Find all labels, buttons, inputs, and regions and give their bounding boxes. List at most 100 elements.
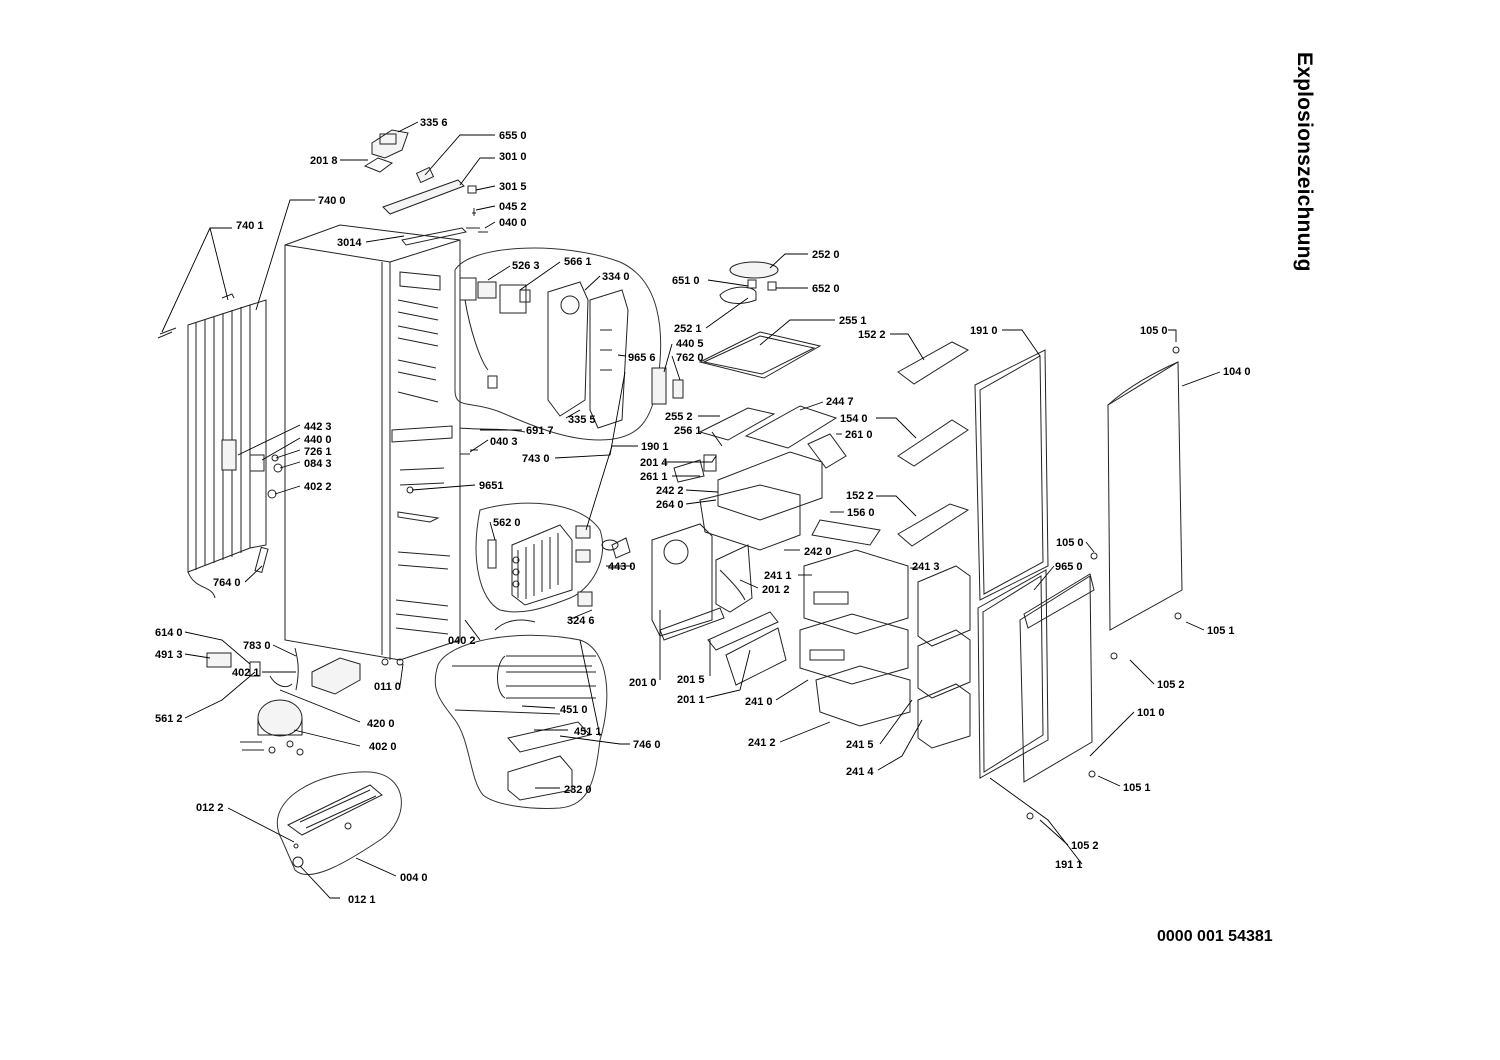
label-241-2: 241 2 [748,737,776,749]
label-740-0: 740 0 [318,195,346,207]
label-241-3: 241 3 [912,561,940,573]
label-526-3: 526 3 [512,260,540,272]
label-651-0: 651 0 [672,275,700,287]
top-controller-part [363,129,435,184]
freezer-flaps-part [917,565,971,749]
label-201-2: 201 2 [762,584,790,596]
glass-shelf-part [698,331,822,379]
label-255-1: 255 1 [839,315,867,327]
label-040-2: 040 2 [448,635,476,647]
label-191-1: 191 1 [1055,859,1083,871]
label-201-1: 201 1 [677,694,705,706]
label-561-2: 561 2 [155,713,183,725]
label-783-0: 783 0 [243,640,271,652]
label-726-1: 726 1 [304,446,332,458]
label-3014: 3014 [337,237,362,249]
label-241-5: 241 5 [846,739,874,751]
top-cover-strip-part [382,179,488,246]
small-parts-left-part [249,367,684,573]
label-105-2-upper: 105 2 [1157,679,1185,691]
label-201-5: 201 5 [677,674,705,686]
cabinet-part [284,224,461,666]
label-241-0: 241 0 [745,696,773,708]
label-241-4: 241 4 [846,766,874,778]
label-491-3: 491 3 [155,649,183,661]
crisper-drawer-upper-part [699,451,881,551]
label-244-7: 244 7 [826,396,854,408]
fan-light-part [719,261,779,304]
crisper-cover-part [673,405,847,483]
label-443-0: 443 0 [608,561,636,573]
label-105-1-lower: 105 1 [1123,782,1151,794]
label-301-5: 301 5 [499,181,527,193]
fan-housing-part [601,523,787,686]
label-743-0: 743 0 [522,453,550,465]
label-101-0: 101 0 [1137,707,1165,719]
label-562-0: 562 0 [493,517,521,529]
label-241-1: 241 1 [764,570,792,582]
label-045-2: 045 2 [499,201,527,213]
label-402-0: 402 0 [369,741,397,753]
label-004-0: 004 0 [400,872,428,884]
label-156-0: 156 0 [847,507,875,519]
label-105-0-mid: 105 0 [1056,537,1084,549]
label-152-2-upper: 152 2 [858,329,886,341]
label-201-8: 201 8 [310,155,338,167]
label-255-2: 255 2 [665,411,693,423]
label-154-0: 154 0 [840,413,868,425]
label-201-4: 201 4 [640,457,668,469]
label-152-2-lower: 152 2 [846,490,874,502]
label-335-5: 335 5 [568,414,596,426]
label-442-3: 442 3 [304,421,332,433]
label-232-0: 232 0 [564,784,592,796]
label-201-0: 201 0 [629,677,657,689]
label-261-1: 261 1 [640,471,668,483]
label-256-1: 256 1 [674,425,702,437]
label-440-0: 440 0 [304,434,332,446]
label-566-1: 566 1 [564,256,592,268]
heater-group-part [434,619,608,809]
label-335-6: 335 6 [420,117,448,129]
label-105-0-top: 105 0 [1140,325,1168,337]
label-040-0: 040 0 [499,217,527,229]
label-242-0: 242 0 [804,546,832,558]
label-261-0: 261 0 [845,429,873,441]
label-012-2: 012 2 [196,802,224,814]
label-740-1: 740 1 [236,220,264,232]
door-gaskets-part [974,349,1049,779]
label-264-0: 264 0 [656,499,684,511]
label-652-0: 652 0 [812,283,840,295]
drawing-title-text: Explosionszeichnung [1293,52,1316,272]
label-011-0: 011 0 [374,681,401,693]
label-655-0: 655 0 [499,130,527,142]
label-084-3: 084 3 [304,458,332,470]
label-762-0: 762 0 [676,352,704,364]
door-bins-part [897,341,970,547]
label-252-1: 252 1 [674,323,702,335]
label-334-0: 334 0 [602,271,630,283]
label-440-5: 440 5 [676,338,704,350]
label-105-1-upper: 105 1 [1207,625,1235,637]
label-965-0: 965 0 [1055,561,1083,573]
label-105-2-lower: 105 2 [1071,840,1099,852]
label-420-0: 420 0 [367,718,395,730]
label-191-0: 191 0 [970,325,998,337]
label-252-0: 252 0 [812,249,840,261]
compressor-part [206,647,361,756]
freezer-drawers-part [799,549,911,727]
label-691-7: 691 7 [526,425,554,437]
doors-part [1019,346,1183,820]
document-number: 0000 001 54381 [1157,928,1273,945]
air-duct-group-part [454,247,662,441]
label-614-0: 614 0 [155,627,183,639]
leader-lines [161,121,1221,899]
label-104-0: 104 0 [1223,366,1251,378]
label-324-6: 324 6 [567,615,595,627]
label-9651: 9651 [479,480,503,492]
drawing-title: Explosionszeichnung [1282,52,1318,322]
base-plate-group-part [276,771,402,875]
label-190-1: 190 1 [641,441,669,453]
label-451-0: 451 0 [560,704,588,716]
condenser-part [157,293,267,599]
